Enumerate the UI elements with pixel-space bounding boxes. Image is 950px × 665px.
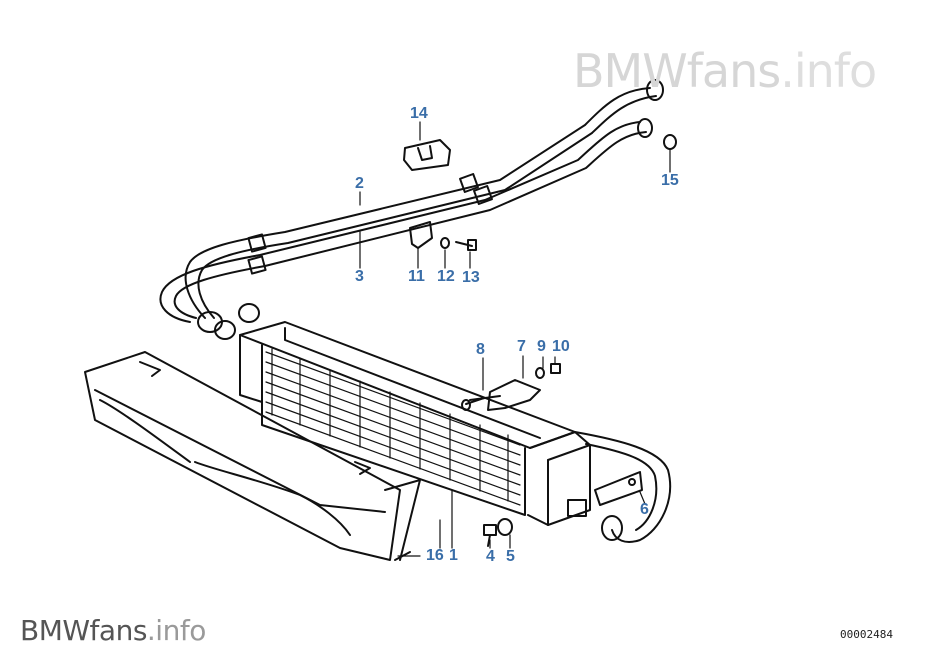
bolt-8 xyxy=(461,397,485,411)
leader-lines xyxy=(359,121,671,557)
watermark-top: BMWfans.info xyxy=(573,44,877,98)
callout-13[interactable]: 13 xyxy=(462,269,480,286)
callout-8[interactable]: 8 xyxy=(476,341,485,358)
bracket-11 xyxy=(409,221,433,249)
watermark-top-brand: BMWfans xyxy=(573,44,781,98)
washer-9 xyxy=(535,367,545,379)
callout-11[interactable]: 11 xyxy=(408,268,425,285)
callout-12[interactable]: 12 xyxy=(437,268,455,285)
callout-10[interactable]: 10 xyxy=(552,338,570,355)
callout-16[interactable]: 16 xyxy=(426,547,444,564)
line-fittings xyxy=(197,79,664,340)
diagram-id: 00002484 xyxy=(840,628,893,641)
watermark-logo[interactable]: BMWfans.info xyxy=(20,614,206,647)
nut-10 xyxy=(550,363,561,374)
oil-line-lower xyxy=(159,121,647,323)
callout-9[interactable]: 9 xyxy=(537,338,546,355)
callout-7[interactable]: 7 xyxy=(517,338,526,355)
bolt-13 xyxy=(455,239,477,251)
screw-4 xyxy=(483,524,497,547)
callout-2[interactable]: 2 xyxy=(355,175,364,192)
watermark-logo-ext: .info xyxy=(146,614,206,647)
clamp-14 xyxy=(403,139,451,171)
washer-5 xyxy=(497,518,513,536)
callout-5[interactable]: 5 xyxy=(506,548,515,565)
callout-14[interactable]: 14 xyxy=(410,105,428,122)
watermark-top-ext: .info xyxy=(780,44,877,98)
callout-6[interactable]: 6 xyxy=(640,501,649,518)
watermark-logo-brand: BMWfans xyxy=(20,614,147,647)
oil-line-upper xyxy=(184,87,657,319)
bracket-6 xyxy=(594,471,643,506)
callout-3[interactable]: 3 xyxy=(355,268,364,285)
air-duct xyxy=(84,351,421,561)
callout-15[interactable]: 15 xyxy=(661,172,679,189)
return-line xyxy=(574,431,672,543)
callout-1[interactable]: 1 xyxy=(449,547,458,564)
callout-4[interactable]: 4 xyxy=(486,548,495,565)
washer-12 xyxy=(440,237,450,249)
seal-ring-15 xyxy=(663,134,677,150)
